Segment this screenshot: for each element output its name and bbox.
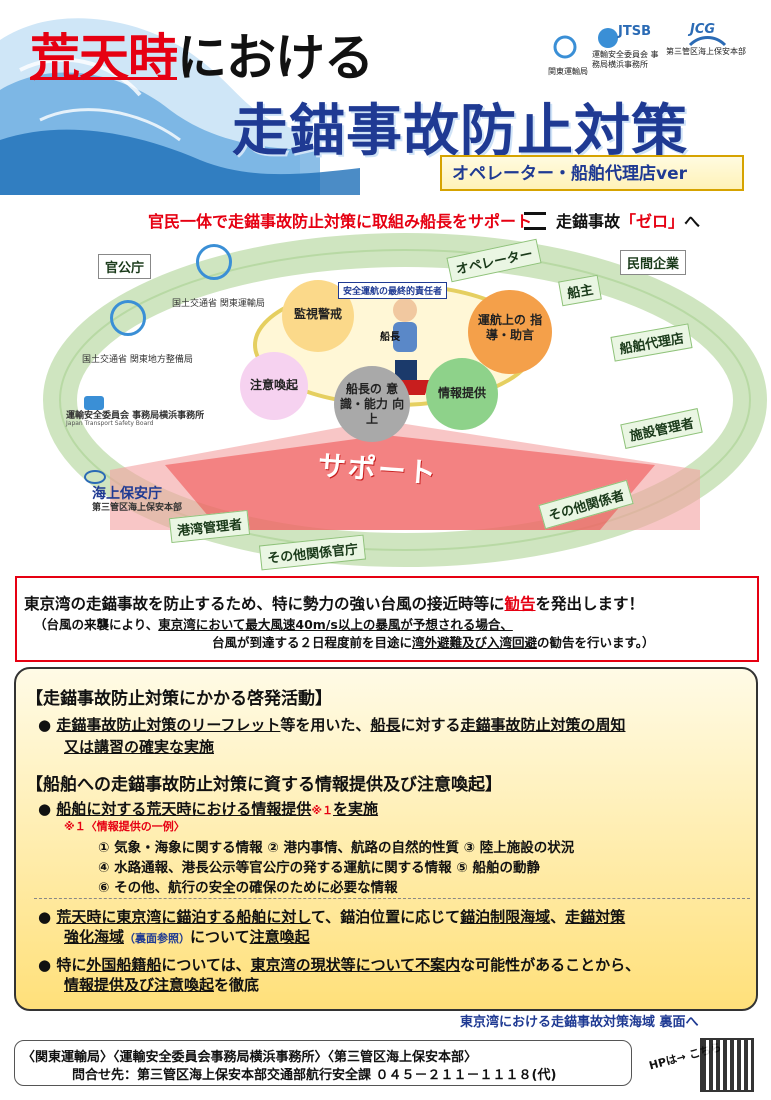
slogan-zero: 走錨事故「ゼロ」へ xyxy=(556,212,701,231)
recommendation-notice xyxy=(15,576,759,662)
private-sector-label: 民間企業 xyxy=(620,250,687,275)
equals-icon xyxy=(524,212,546,230)
example-item-2: ④ 水路通報、港長公示等官公庁の発する運航に関する情報 ⑤ 船舶の動静 xyxy=(98,860,540,876)
jcg-icon xyxy=(84,470,106,484)
government-label: 官公庁 xyxy=(98,254,152,279)
gov-org-jtsb-en: Japan Transport Safety Board xyxy=(66,420,154,427)
example-title: ※１〈情報提供の一例〉 xyxy=(64,820,185,833)
slogan-main: 官民一体で走錨事故防止対策に取組み船長をサポート xyxy=(148,212,533,231)
measure-item-1-cont: 又は講習の確実な実施 xyxy=(64,738,215,756)
title-line1: 荒天時における xyxy=(30,29,374,87)
circle-warning-label: 注意喚起 xyxy=(249,378,298,392)
captain-icon xyxy=(393,298,417,322)
circle-guidance-label: 運航上の 指導・助言 xyxy=(477,313,543,342)
circle-monitoring-label: 監視警戒 xyxy=(293,307,342,321)
jtsb-logo-text: JTSB xyxy=(618,24,651,39)
measures-heading-2: 【船舶への走錨事故防止対策に資する情報提供及び注意喚起】 xyxy=(26,775,502,795)
subtitle: オペレーター・船舶代理店ver xyxy=(452,164,687,184)
measure-item-3: ● 荒天時に東京湾に錨泊する船舶に対して、錨泊位置に応じて錨泊制限海域、走錨対策 xyxy=(38,908,626,926)
contact-orgs: 〈関東運輸局〉〈運輸安全委員会事務局横浜事務所〉〈第三管区海上保安本部〉 xyxy=(22,1050,478,1065)
circle-captain-ability xyxy=(334,366,410,442)
notice-line1: 東京湾の走錨事故を防止するため、特に勢力の強い台風の接近時等に勧告を発出します！ xyxy=(24,595,645,613)
gov-org-kanto-transport: 国土交通省 関東運輸局 xyxy=(172,299,265,309)
gov-org-jtsb: 運輸安全委員会 事務局横浜事務所 xyxy=(66,411,205,421)
measure-item-3-cont: 強化海域（裏面参照）について注意喚起 xyxy=(64,928,310,946)
jtsb-logo-icon xyxy=(598,28,618,48)
notice-line2: （台風の来襲により、東京湾において最大風速40m/s以上の暴風が予想される場合、 xyxy=(34,617,513,632)
back-side-link[interactable]: 東京湾における走錨事故対策海域 裏面へ xyxy=(460,1015,699,1030)
contact-box xyxy=(14,1040,632,1086)
divider xyxy=(34,898,750,899)
circle-guidance xyxy=(468,290,552,374)
jcg-logo-text: JCG xyxy=(690,22,716,37)
captain-banner: 安全運航の最終的責任者 xyxy=(338,282,448,299)
circle-warning xyxy=(240,352,308,420)
measure-item-4: ● 特に外国船籍船については、東京湾の現状等について不案内な可能性があることから… xyxy=(38,956,641,974)
title-main: 走錨事故防止対策 xyxy=(232,99,688,164)
wave-illustration xyxy=(0,18,727,196)
contact-phone: 問合せ先：第三管区海上保安本部交通部航行安全課 ０４５－２１１－１１１８(代) xyxy=(72,1068,557,1083)
logo-label-jtsb: 運輸安全委員会 事務局横浜事務所 xyxy=(592,50,659,69)
measure-item-2: ● 船舶に対する荒天時における情報提供※１を実施 xyxy=(38,800,379,818)
jcg-logo-icon xyxy=(688,36,727,47)
gov-org-jcg: 海上保安庁 xyxy=(92,486,162,502)
jtsb-icon xyxy=(84,396,104,410)
example-item-1: ① 気象・海象に関する情報 ② 港内事情、航路の自然的性質 ③ 陸上施設の状況 xyxy=(98,840,575,856)
mlit-development-icon xyxy=(110,300,146,336)
gov-org-kanto-development: 国土交通省 関東地方整備局 xyxy=(82,355,193,365)
captain-label: 船長 xyxy=(380,332,400,343)
notice-line3: 台風が到達する２日程度前を目途に湾外避難及び入湾回避の勧告を行います。） xyxy=(212,635,655,650)
measures-heading-1: 【走錨事故防止対策にかかる啓発活動】 xyxy=(26,689,332,709)
gov-org-jcg-3rd: 第三管区海上保安本部 xyxy=(92,503,183,513)
logo-label-mlit: 関東運輸局 xyxy=(548,67,588,76)
mlit-icon xyxy=(196,244,232,280)
circle-information xyxy=(426,358,498,430)
support-label: サポート xyxy=(316,448,439,491)
qr-code-icon[interactable] xyxy=(700,1038,754,1092)
measures-panel xyxy=(14,667,758,1011)
example-item-3: ⑥ その他、航行の安全の確保のために必要な情報 xyxy=(98,880,398,896)
logo-label-jcg: 第三管区海上保安本部 xyxy=(666,47,746,56)
header xyxy=(0,0,771,196)
circle-information-label: 情報提供 xyxy=(437,386,486,400)
measure-item-1: ● 走錨事故防止対策のリーフレット等を用いた、船長に対する走錨事故防止対策の周知 xyxy=(38,716,626,734)
subtitle-box xyxy=(440,155,744,191)
mlit-logo-icon xyxy=(553,35,577,59)
measure-item-4-cont: 情報提供及び注意喚起を徹底 xyxy=(64,976,260,994)
circle-captain-ability-label: 船長の 意識・能力 向上 xyxy=(339,382,405,426)
